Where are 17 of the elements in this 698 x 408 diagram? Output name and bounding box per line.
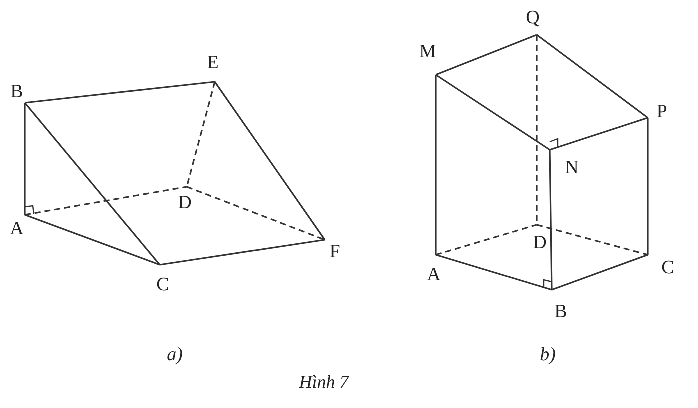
vertex-label: D — [533, 234, 547, 252]
vertex-label: Q — [526, 8, 540, 28]
vertex-label: F — [330, 242, 340, 262]
figure-caption: Hình 7 — [299, 373, 349, 391]
vertex-label: P — [656, 102, 668, 122]
vertex-label: D — [178, 194, 192, 212]
vertex-label: B — [10, 82, 24, 102]
vertex-label: A — [427, 266, 441, 284]
vertex-label: B — [554, 302, 568, 322]
panel-label: a) — [167, 346, 183, 364]
vertex-label: C — [662, 258, 674, 278]
vertex-label: N — [565, 158, 579, 178]
panel-label: b) — [540, 346, 556, 364]
vertex-label: A — [10, 220, 24, 238]
vertex-label: E — [207, 54, 219, 72]
vertex-label: M — [420, 42, 436, 62]
vertex-label: C — [156, 276, 170, 294]
